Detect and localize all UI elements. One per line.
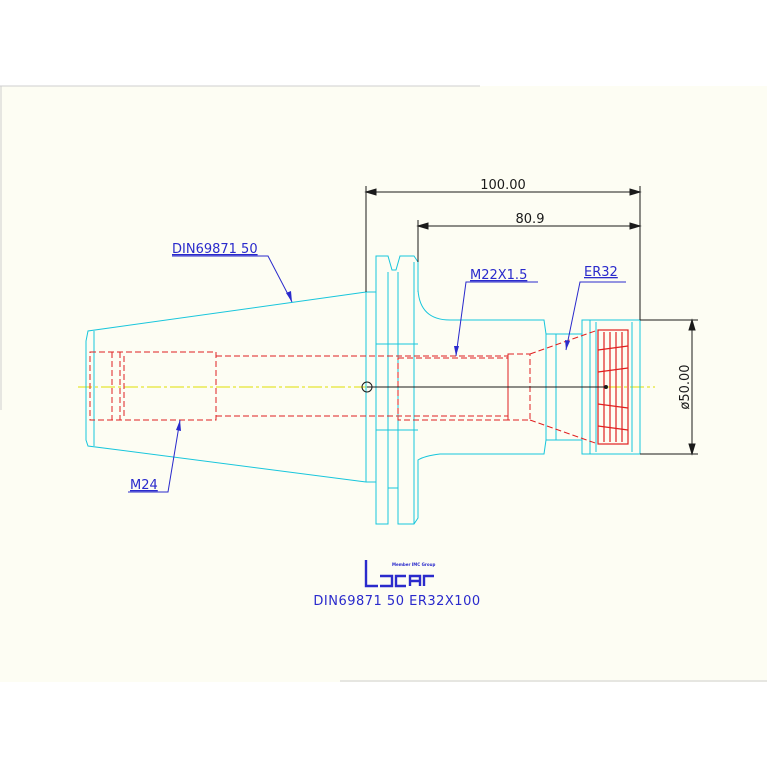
collet-nut-slot-4 <box>597 425 629 431</box>
collet-nut-slot-1 <box>597 345 629 351</box>
brand-logo: Member IMC Group <box>364 560 435 588</box>
arrow-taper-spec <box>286 291 292 302</box>
dim-arrow-dia-bottom <box>688 443 696 456</box>
dim-arrow-100-left <box>364 188 377 196</box>
collet-taper-bottom <box>529 419 599 445</box>
dim-overall-length: 100.00 <box>480 178 526 193</box>
collet-taper-top <box>529 329 599 355</box>
part-designation: DIN69871 50 ER32X100 <box>313 594 480 609</box>
dim-collet-length: 80.9 <box>516 212 545 227</box>
arrow-er32 <box>565 340 570 350</box>
body-lower <box>417 439 640 482</box>
collet-nut-slot-3 <box>597 403 629 409</box>
leader-m22 <box>455 281 538 357</box>
dim-arrow-809-right <box>629 222 642 230</box>
dimensions <box>364 186 698 456</box>
logo-stroke-c <box>394 574 406 588</box>
leader-m24 <box>128 419 181 493</box>
taper-shank <box>85 291 367 483</box>
logo-stroke-i <box>364 560 378 588</box>
logo-stroke-r <box>422 574 434 586</box>
iscar-logo-icon <box>364 560 434 588</box>
callout-er32: ER32 <box>584 265 618 280</box>
leader-taper-spec <box>172 255 293 303</box>
body-upper <box>417 262 640 335</box>
arrow-m24 <box>176 420 181 431</box>
callout-m24: M24 <box>130 478 158 493</box>
logo-member-text: Member IMC Group <box>392 562 435 567</box>
callout-leaders <box>128 255 626 493</box>
logo-stroke-s <box>380 574 394 588</box>
logo-brand-name: iscar <box>399 596 402 599</box>
collet-nut-slot-2 <box>597 367 629 373</box>
nose-center-mark <box>604 385 608 389</box>
callout-m22: M22X1.5 <box>470 268 527 283</box>
leader-er32 <box>565 281 626 351</box>
collet-nut <box>597 329 629 445</box>
retention-bore <box>89 351 217 421</box>
dim-arrow-100-right <box>629 188 642 196</box>
logo-stroke-a <box>408 574 422 586</box>
dim-arrow-809-left <box>416 222 429 230</box>
sheet-background <box>0 86 767 682</box>
flange-bottom <box>366 481 419 525</box>
arrow-m22 <box>454 346 459 356</box>
flange-outline <box>366 255 419 293</box>
callout-taper-spec: DIN69871 50 <box>172 242 258 257</box>
dim-arrow-dia-top <box>688 318 696 331</box>
dim-diameter: ø50.00 <box>678 364 693 409</box>
